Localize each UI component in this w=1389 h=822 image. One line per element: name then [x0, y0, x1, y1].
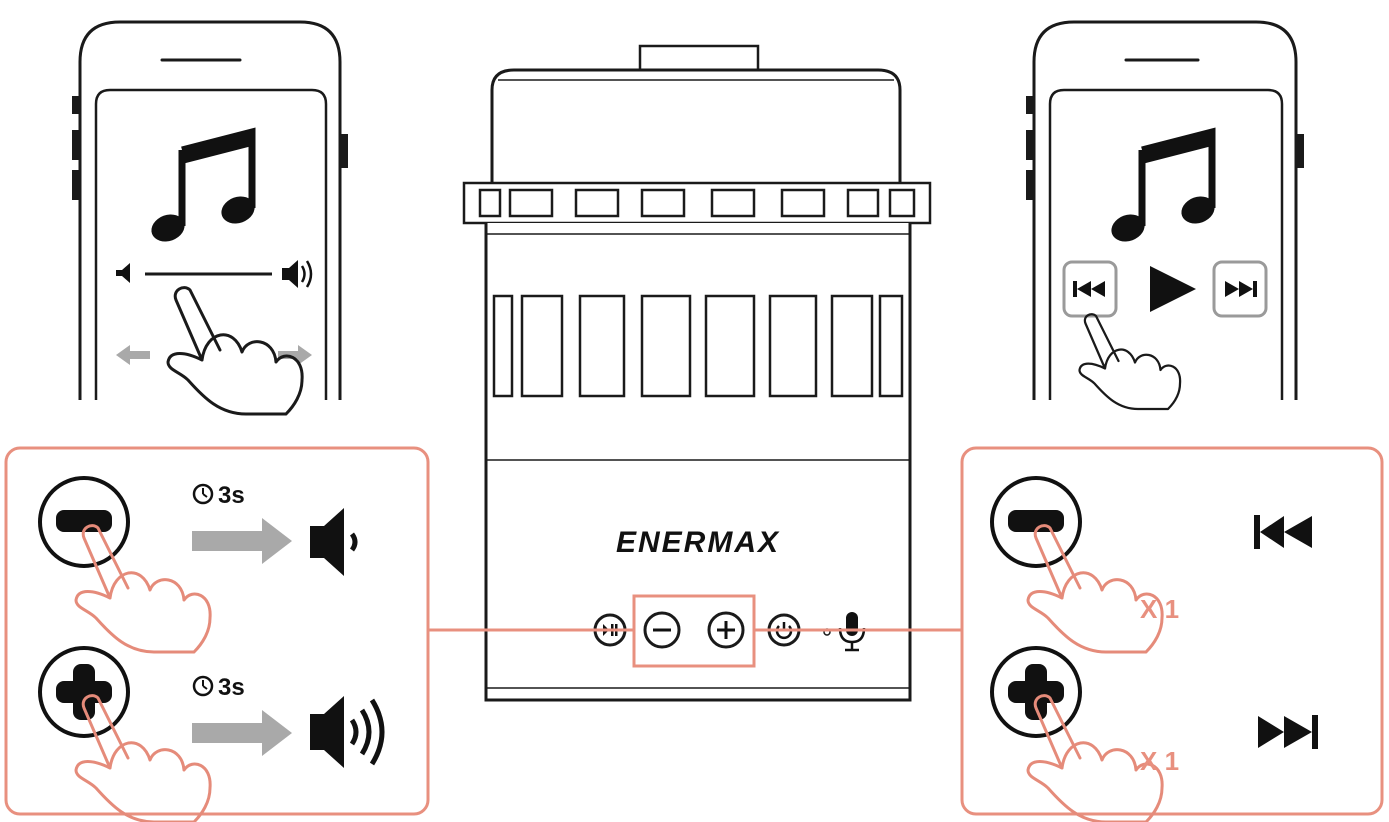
speaker-minus-button[interactable]: [643, 611, 681, 649]
volume-panel: 3s 3s: [4, 446, 430, 822]
clock-icon: [192, 483, 214, 505]
brand-logo: ENERMAX: [616, 526, 780, 559]
arrow-right: [192, 518, 292, 564]
minus-hold-time: 3s: [218, 482, 245, 509]
speaker-plus-button[interactable]: [707, 611, 745, 649]
plus-button-icon: [990, 646, 1082, 738]
left-phone: [72, 20, 348, 416]
speaker: ENERMAX: [462, 44, 932, 702]
speaker-high-icon: [282, 260, 313, 288]
minus-button-icon: [990, 476, 1082, 568]
speaker-low-icon: [116, 263, 130, 283]
swipe-arrows: [116, 345, 312, 365]
minus-press-count: X 1: [1140, 594, 1179, 624]
play-icon[interactable]: [1150, 266, 1196, 312]
previous-track-button[interactable]: [1062, 260, 1118, 318]
volume-slider[interactable]: [116, 260, 313, 288]
track-panel: X 1 X 1: [960, 446, 1384, 822]
plus-hold-time: 3s: [218, 674, 245, 701]
arrow-right: [192, 710, 292, 756]
previous-track-icon: [1073, 281, 1105, 297]
previous-track-icon: [1254, 515, 1312, 549]
speaker-high-icon: [310, 696, 385, 768]
plus-button-icon: [38, 646, 130, 738]
minus-button-icon: [38, 476, 130, 568]
next-track-icon: [1258, 715, 1318, 749]
plus-press-count: X 1: [1140, 746, 1179, 776]
next-track-icon: [1225, 281, 1257, 297]
right-phone: [1026, 20, 1304, 411]
clock-icon: [192, 675, 214, 697]
speaker-low-icon: [310, 508, 358, 576]
next-track-button[interactable]: [1212, 260, 1268, 318]
